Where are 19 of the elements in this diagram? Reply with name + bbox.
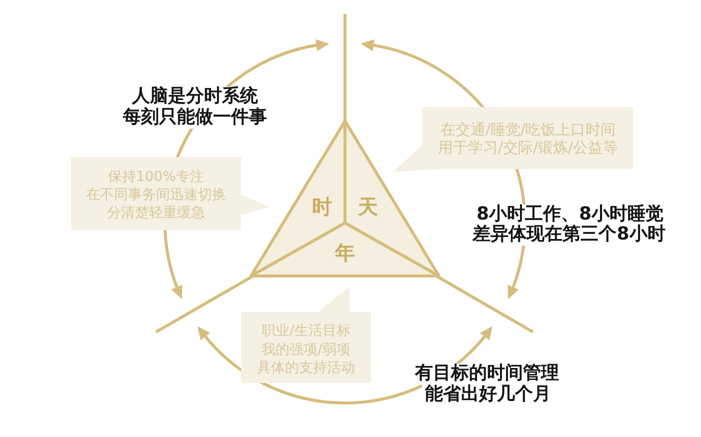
annotation-text: 人脑是分时系统 [129,86,261,108]
callout-text: 我的强项/弱项 [262,342,350,358]
callout-text: 在交通/睡觉/吃饭上口时间 [440,121,616,139]
callout-text: 分清楚轻重缓急 [107,204,205,222]
callout-bubble [393,107,633,172]
callout-text: 职业/生活目标 [262,322,350,340]
section-label: 时 [312,196,332,218]
annotation-text: 差异体现在第三个8小时 [470,224,668,246]
callout-text: 用于学习/交际/锻炼/公益等 [438,139,618,157]
callout-text: 保持100%专注 [108,168,204,186]
callout-text: 在不同事务间迅速切换 [86,186,226,204]
triangle-section [249,221,441,278]
annotation-text: 每刻只能做一件事 [120,108,270,128]
section-label: 天 [358,196,378,218]
callout-text: 具体的支持活动 [257,360,355,376]
callout-bubble [241,287,371,383]
annotation-text: 有目标的时间管理 [412,364,562,384]
section-label: 年 [335,242,355,264]
callout-bubble [71,157,270,230]
